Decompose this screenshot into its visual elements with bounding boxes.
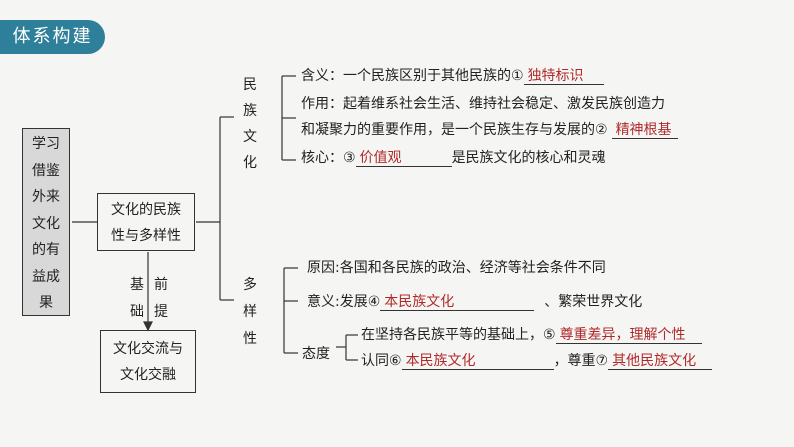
- ethnic-core-suffix: 是民族文化的核心和灵魂: [451, 150, 606, 166]
- answer-6: 本民族文化: [401, 353, 554, 370]
- ethnic-core-prefix: 核心：③: [301, 150, 356, 166]
- diversity-meaning-prefix: 意义:发展④: [307, 294, 381, 310]
- answer-4: 本民族文化: [380, 294, 535, 311]
- diversity-title: 多样性: [243, 277, 257, 347]
- attitude-2-mid: ，尊重⑦: [553, 353, 609, 369]
- answer-2: 精神根基: [611, 122, 678, 139]
- left-box-text: 学习借鉴外来文化的有益成果: [32, 136, 60, 311]
- attitude-label: 态度: [302, 346, 330, 362]
- ethnic-meaning-text: 含义：一个民族区别于其他民族的①: [301, 68, 524, 84]
- attitude-1-prefix: 在坚持各民族平等的基础上，⑤: [361, 327, 556, 343]
- answer-7: 其他民族文化: [608, 353, 713, 370]
- answer-3: 价值观: [355, 150, 452, 167]
- center-box-text: 文化的民族性与多样性: [111, 202, 181, 244]
- ethnic-culture-title: 民族文化: [243, 77, 257, 171]
- center-box: 文化的民族性与多样性: [97, 193, 195, 251]
- bottom-box-text: 文化交流与文化交融: [113, 341, 183, 383]
- arrow-label-basis: 基础: [130, 277, 144, 320]
- diversity-meaning-suffix: 、繁荣世界文化: [544, 294, 643, 310]
- diversity-reason: 原因:各国和各民族的政治、经济等社会条件不同: [307, 260, 606, 276]
- answer-5: 尊重差异，理解个性: [555, 327, 702, 344]
- section-title-badge: 体系构建: [0, 20, 105, 54]
- arrow-label-premise: 前提: [154, 277, 168, 320]
- ethnic-role-text: 和凝聚力的重要作用，是一个民族生存与发展的②: [301, 122, 608, 138]
- ethnic-role-line1: 作用：起着维系社会生活、维持社会稳定、激发民族创造力: [301, 96, 665, 112]
- attitude-2-prefix: 认同⑥: [361, 353, 402, 369]
- bottom-box: 文化交流与文化交融: [100, 330, 196, 393]
- answer-1: 独特标识: [523, 68, 604, 85]
- left-box: 学习借鉴外来文化的有益成果: [22, 128, 70, 316]
